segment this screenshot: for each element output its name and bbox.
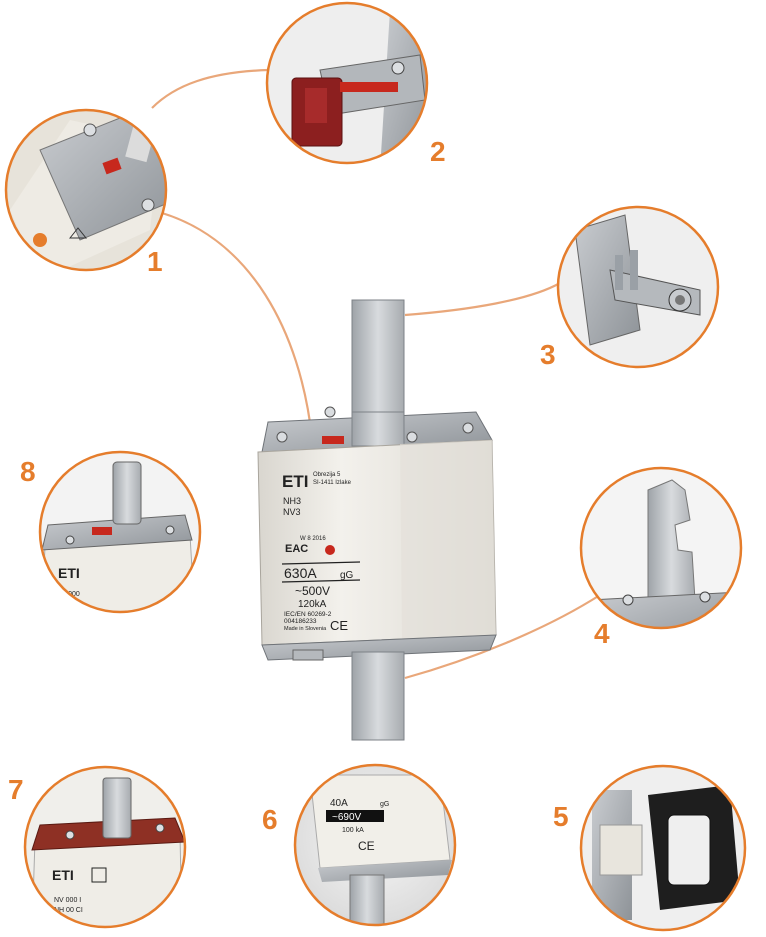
detail-circle-7: ETI NV 000 I NH 00 CI xyxy=(23,765,187,929)
callout-number-3: 3 xyxy=(540,339,556,370)
callout-number-8: 8 xyxy=(20,456,36,487)
detail7-line2: NH 00 CI xyxy=(54,907,83,914)
fuse-type-line1: NH3 xyxy=(283,496,301,506)
fuse-origin: Made in Slovenia xyxy=(284,626,327,632)
callout-number-6: 6 xyxy=(262,804,278,835)
detail-circle-3 xyxy=(556,205,720,369)
detail-circle-4 xyxy=(579,466,743,630)
red-indicator-tab xyxy=(322,436,344,444)
callout-number-4: 4 xyxy=(594,618,610,649)
fuse-standard: IEC/EN 60269-2 xyxy=(284,611,332,618)
fuse-type-line2: NV3 xyxy=(283,507,301,517)
leader-lines xyxy=(151,68,601,680)
detail-circle-8: ETI NH000 xyxy=(38,450,202,614)
main-fuse: ETI Obrezija 5 SI-1411 Izlake NH3 NV3 W … xyxy=(257,299,497,741)
screw xyxy=(276,431,288,443)
detail6-rating: 40A xyxy=(330,798,348,809)
fuse-code: 004186233 xyxy=(284,618,317,625)
detail6-breaking: 100 kA xyxy=(342,827,364,834)
detail8-brand: ETI xyxy=(58,565,80,581)
screw xyxy=(462,422,474,434)
fuse-indicator-dot xyxy=(325,545,335,555)
detail-circle-1 xyxy=(4,108,168,272)
screw xyxy=(406,431,418,443)
fuse-voltage: ~500V xyxy=(295,584,330,598)
fuse-brand: ETI xyxy=(282,472,308,491)
callout-number-1: 1 xyxy=(147,246,163,277)
fuse-small-text: Obrezija 5 xyxy=(313,472,341,478)
fuse-ce-mark: CE xyxy=(330,618,348,633)
fuse-breaking: 120kA xyxy=(298,599,327,610)
leader-line-1 xyxy=(161,211,314,439)
callout-number-2: 2 xyxy=(430,136,446,167)
detail6-ce: CE xyxy=(358,839,375,853)
leader-line-3 xyxy=(404,282,561,317)
detail-circle-2 xyxy=(265,1,429,165)
screw xyxy=(324,406,336,418)
leader-line-2 xyxy=(151,68,269,109)
bottom-blade xyxy=(351,651,405,741)
fuse-class: gG xyxy=(340,570,354,581)
detail6-voltage: ~690V xyxy=(332,812,362,823)
callout-number-7: 7 xyxy=(8,774,24,805)
detail6-class: gG xyxy=(380,801,389,808)
callout-number-5: 5 xyxy=(553,801,569,832)
detail7-line1: NV 000 I xyxy=(54,897,81,904)
detail-circle-5 xyxy=(579,764,747,932)
fuse-small-text: SI-1411 Izlake xyxy=(313,480,352,486)
leader-line-4 xyxy=(404,594,601,680)
detail7-brand: ETI xyxy=(52,867,74,883)
fuse-eac-mark: EAC xyxy=(285,543,308,555)
detail-circle-6: 40A gG ~690V 100 kA CE xyxy=(293,763,457,927)
fuse-rating: 630A xyxy=(284,565,317,581)
fuse-small-text: W 8 2016 xyxy=(300,536,326,542)
